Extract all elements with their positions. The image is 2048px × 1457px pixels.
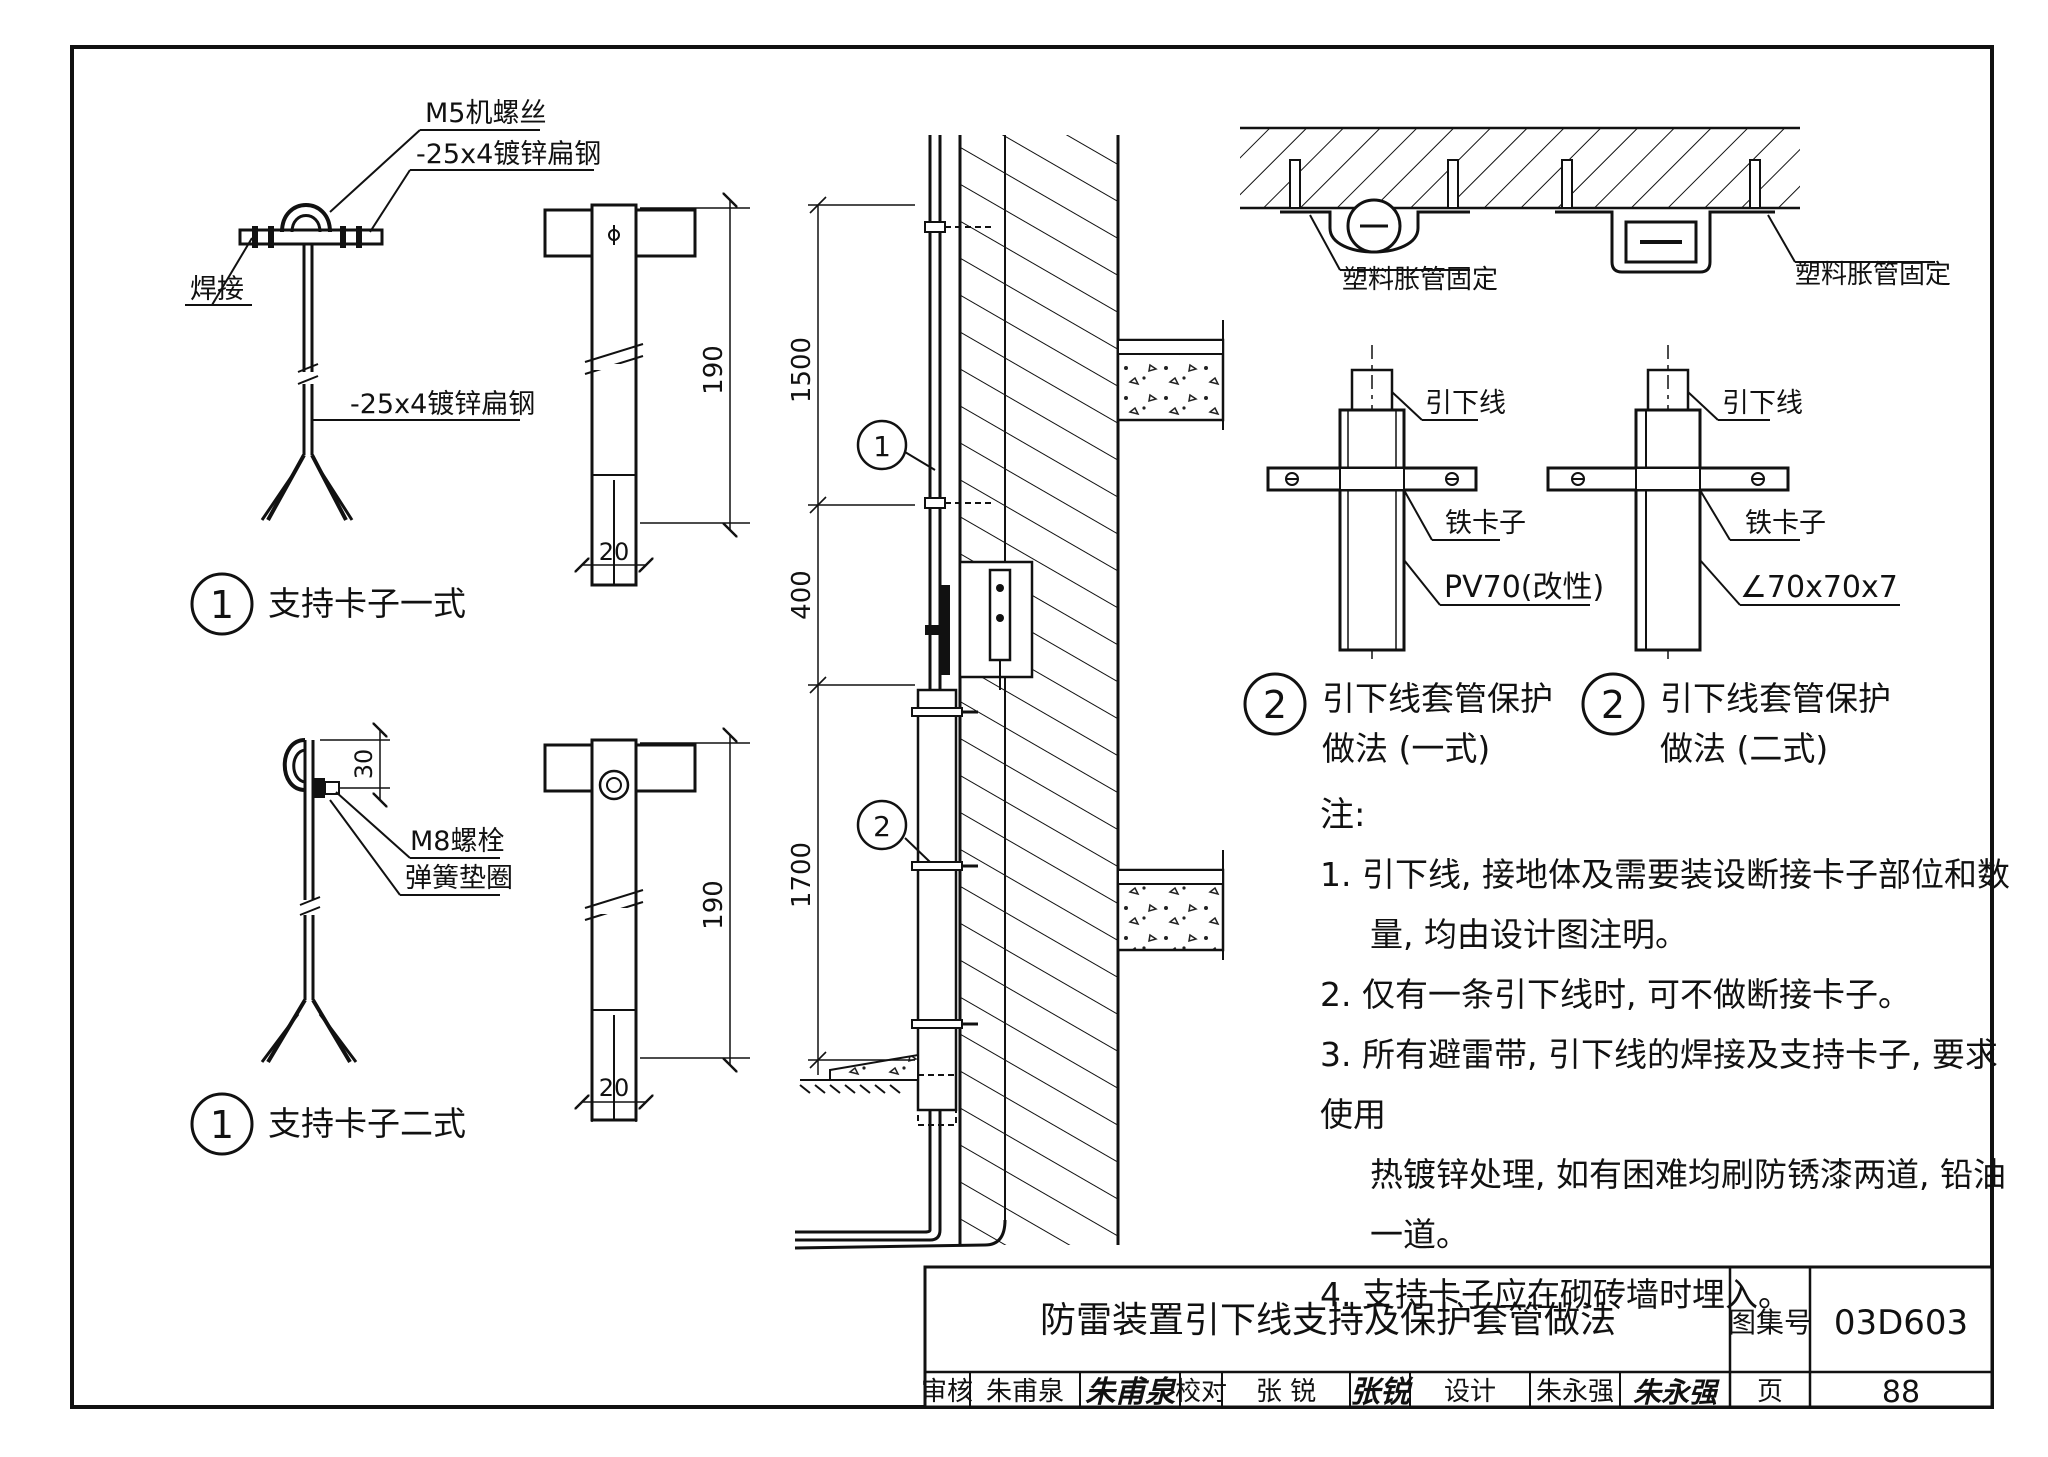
title-block-page-label: 页 [1757,1377,1783,1407]
elevation-marker-2: 2 [873,810,891,843]
detail1-type2-side-view [260,730,500,1064]
detail2-type1-caption-line2: 做法 (一式) [1322,729,1490,768]
detail2-type2-label-clamp: 铁卡子 [1745,508,1826,539]
detail1-type2-mark-circle [190,1092,254,1156]
note-line-3-cont: 热镀锌处理, 如有困难均刷防锈漆两道, 铅油一道。 [1370,1155,2006,1254]
detail2-type2-mark-circle [1581,672,1645,736]
detail2-type2-label-wire: 引下线 [1722,388,1803,419]
callout-weld: 焊接 [190,274,244,305]
detail1-type2-mark-number: 1 [210,1103,234,1147]
callout-spring-washer: 弹簧垫圈 [405,863,513,894]
detail1-type2-dim-width: 20 [599,1074,630,1102]
detail2-type2-drawing [1546,345,1900,660]
detail1-type1-dim-width: 20 [599,538,630,566]
note-line-1: 1. 引下线, 接地体及需要装设断接卡子部位和数 [1320,855,2010,894]
callout-flat-steel-body: -25x4镀锌扁钢 [350,389,535,420]
title-block-design-signature: 朱永强 [1633,1376,1720,1409]
detail1-type1-dim-height: 190 [699,345,729,395]
elevation-marker-1: 1 [873,430,891,463]
title-block-atlas-number: 03D603 [1834,1303,1968,1343]
detail2-type1-mark-number: 2 [1263,683,1287,727]
callout-m5-screw: M5机螺丝 [425,98,546,129]
note-line-3: 3. 所有避雷带, 引下线的焊接及支持卡子, 要求使用 [1320,1035,1998,1134]
elevation-dim-1500: 1500 [787,337,817,403]
detail2-type1-drawing [1266,345,1590,660]
fixing-right-label: 塑料胀管固定 [1795,260,1951,290]
detail1-type2-dim-height: 190 [699,880,729,930]
callout-m8-bolt: M8螺栓 [410,826,504,857]
detail2-type1-label-clamp: 铁卡子 [1445,508,1526,539]
callout-flat-steel-top: -25x4镀锌扁钢 [416,139,601,170]
note-line-1-cont: 量, 均由设计图注明。 [1370,915,1688,954]
detail1-type1-caption: 支持卡子一式 [268,584,466,623]
note-line-4: 4. 支持卡子应在砌砖墙时埋入。 [1320,1275,1791,1314]
detail2-type1-label-pipe: PV70(改性) [1444,570,1604,605]
detail2-type1-label-wire: 引下线 [1425,388,1506,419]
detail2-type1-caption-line1: 引下线套管保护 [1322,679,1553,718]
detail2-type2-label-angle: ∠70x70x7 [1740,570,1898,605]
detail1-type1-side-view [185,129,594,521]
title-block-title: 防雷装置引下线支持及保护套管做法 [1040,1300,1616,1341]
title-block-check-signature: 张锐 [1350,1375,1414,1410]
note-line-2: 2. 仅有一条引下线时, 可不做断接卡子。 [1320,975,1911,1014]
detail1-type2-front-view [543,735,750,1122]
title-block-review-signature: 朱甫泉 [1085,1375,1177,1410]
notes-heading: 注: [1320,795,1366,835]
notes: 注: 1. 引下线, 接地体及需要装设断接卡子部位和数 量, 均由设计图注明。 … [1320,785,2020,1325]
title-block-page-number: 88 [1882,1375,1920,1410]
title-block-atlas-label: 图集号 [1728,1306,1812,1339]
detail2-type2-caption-line1: 引下线套管保护 [1660,679,1891,718]
fixing-detail-left [1240,126,1520,271]
detail1-type1-mark-number: 1 [210,583,234,627]
title-block-design-label: 设计 [1444,1377,1496,1407]
elevation-dim-400: 400 [787,570,817,620]
title-block-review-label: 审核 [921,1377,973,1407]
elevation-dim-1700: 1700 [787,842,817,908]
fixing-detail-right [1520,126,1935,274]
detail1-type2-caption: 支持卡子二式 [268,1104,466,1143]
detail2-type1-mark-circle [1243,672,1307,736]
wall-elevation [794,135,1225,1250]
detail2-type2-mark-number: 2 [1601,683,1625,727]
detail1-type1-mark-circle [190,572,254,636]
title-block [923,1265,1994,1409]
fixing-left-label: 塑料胀管固定 [1342,265,1498,295]
detail1-type1-front-view [543,200,750,587]
detail2-type2-caption-line2: 做法 (二式) [1660,729,1828,768]
title-block-review-name: 朱甫泉 [986,1377,1064,1407]
detail1-type2-dim-offset: 30 [350,749,378,780]
elevation-marker-1-circle [856,419,908,471]
title-block-check-label: 校对 [1175,1377,1227,1407]
title-block-design-name: 朱永强 [1536,1377,1614,1407]
title-block-check-name: 张 锐 [1256,1377,1316,1407]
elevation-marker-2-circle [856,799,908,851]
